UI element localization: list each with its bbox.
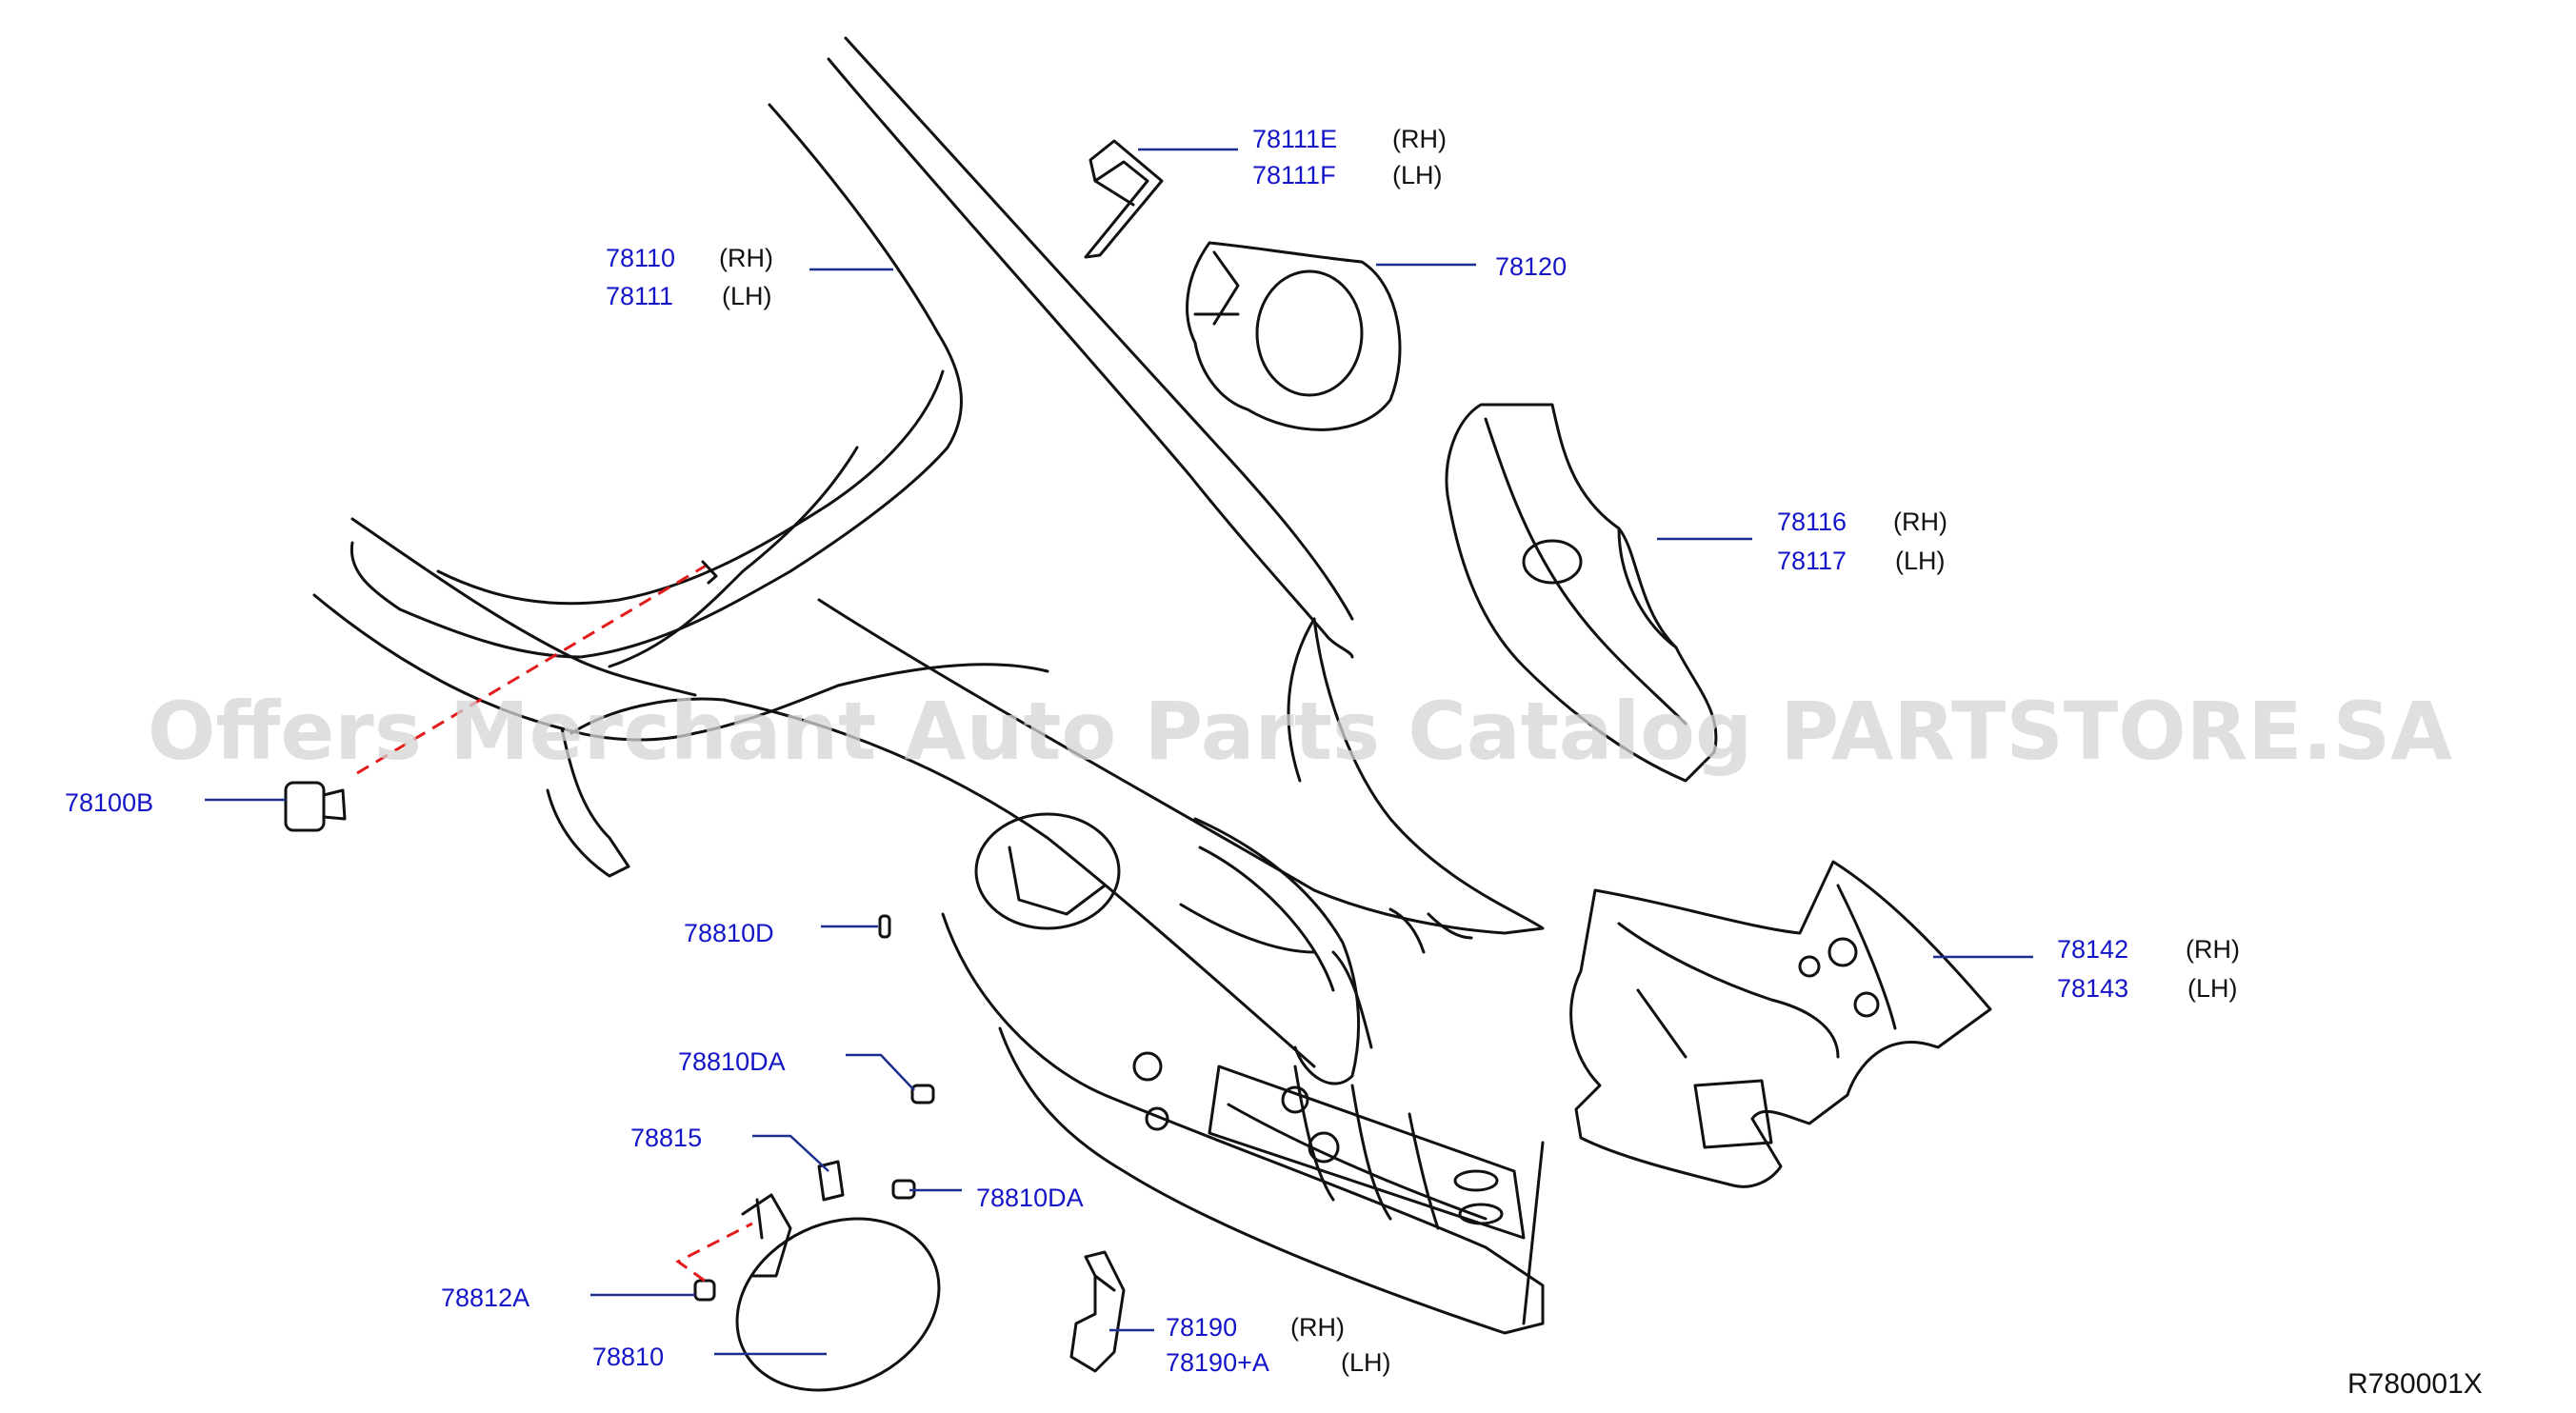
watermark: Offers Merchant Auto Parts Catalog PARTS…: [148, 685, 2452, 778]
side-label: (LH): [1392, 161, 1443, 189]
diagram-ref: R780001X: [2347, 1368, 2483, 1400]
part-number[interactable]: 78190: [1166, 1313, 1237, 1342]
part-number[interactable]: 78117: [1777, 547, 1847, 575]
part-number[interactable]: 78190+A: [1166, 1348, 1269, 1377]
part-number[interactable]: 78810: [592, 1343, 664, 1371]
part-number[interactable]: 78111: [606, 282, 673, 310]
clip-hole: [701, 560, 718, 585]
part-number[interactable]: 78111F: [1252, 161, 1336, 189]
callout-78810d[interactable]: 78810D: [684, 919, 774, 947]
side-label: (LH): [2187, 974, 2238, 1003]
part-number[interactable]: 78810D: [684, 919, 774, 947]
side-label: (LH): [1895, 547, 1946, 575]
part-number[interactable]: 78143: [2057, 974, 2128, 1003]
callout-78810[interactable]: 78810: [592, 1343, 664, 1371]
callout-78142[interactable]: 78142 (RH) 78143 (LH): [2057, 935, 2240, 1003]
callout-78815[interactable]: 78815: [630, 1124, 702, 1152]
quarter-reinforcement: [1445, 403, 1718, 783]
callout-78116[interactable]: 78116 (RH) 78117 (LH): [1777, 507, 1947, 575]
side-label: (LH): [722, 282, 772, 310]
clip-install-line: [356, 560, 713, 775]
rear-fender-panel: [312, 36, 1545, 1335]
clip-part: [284, 781, 347, 832]
callout-78100b[interactable]: 78100B: [65, 788, 153, 817]
wheelhouse-inner: [1569, 860, 1992, 1188]
fuel-filler-lid: [735, 1193, 941, 1392]
lid-bracket: [1069, 1250, 1126, 1373]
side-label: (LH): [1341, 1348, 1391, 1377]
part-number[interactable]: 78810DA: [678, 1047, 786, 1076]
filler-pocket: [1186, 241, 1402, 431]
hinge-install-line: [675, 1222, 753, 1283]
part-number[interactable]: 78810DA: [976, 1184, 1084, 1212]
part-number[interactable]: 78812A: [441, 1284, 529, 1312]
side-label: (RH): [2186, 935, 2240, 964]
part-number[interactable]: 78120: [1495, 252, 1567, 281]
part-number[interactable]: 78111E: [1252, 125, 1337, 153]
part-number[interactable]: 78110: [606, 244, 675, 272]
callout-78190[interactable]: 78190 (RH) 78190+A (LH): [1166, 1313, 1391, 1377]
callout-78810da-lower[interactable]: 78810DA: [976, 1184, 1084, 1212]
leader-lines: [205, 148, 2033, 1356]
side-label: (RH): [1893, 507, 1947, 536]
side-label: (RH): [719, 244, 773, 272]
callout-78812a[interactable]: 78812A: [441, 1284, 529, 1312]
callout-78810da-upper[interactable]: 78810DA: [678, 1047, 786, 1076]
part-number[interactable]: 78142: [2057, 935, 2128, 964]
part-number[interactable]: 78815: [630, 1124, 702, 1152]
part-number[interactable]: 78116: [1777, 507, 1847, 536]
side-label: (RH): [1290, 1313, 1345, 1342]
callout-78111e[interactable]: 78111E (RH) 78111F (LH): [1252, 125, 1447, 189]
side-label: (RH): [1392, 125, 1447, 153]
callout-78110[interactable]: 78110 (RH) 78111 (LH): [606, 244, 773, 310]
part-number[interactable]: 78100B: [65, 788, 153, 817]
pillar-bracket: [1084, 139, 1164, 259]
callout-78120[interactable]: 78120: [1495, 252, 1567, 281]
small-fasteners: [693, 914, 935, 1302]
